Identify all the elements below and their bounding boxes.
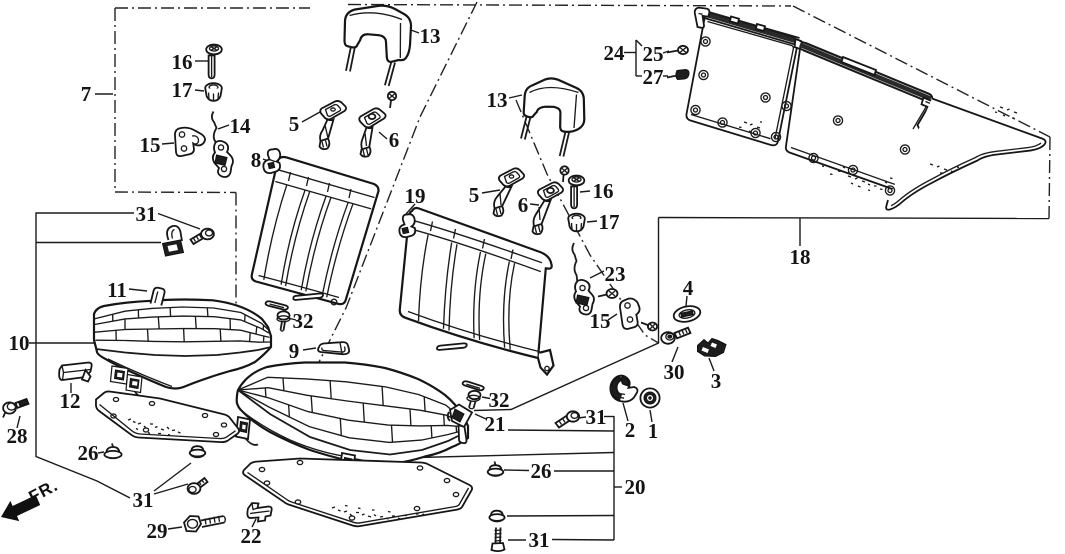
svg-text:25: 25: [643, 42, 664, 66]
svg-text:3: 3: [711, 369, 722, 393]
svg-text:22: 22: [241, 524, 262, 548]
svg-text:9: 9: [289, 339, 300, 363]
svg-text:4: 4: [683, 276, 694, 300]
svg-text:19: 19: [405, 184, 426, 208]
svg-text:1: 1: [648, 419, 659, 443]
svg-text:14: 14: [230, 114, 252, 138]
svg-text:2: 2: [625, 418, 636, 442]
svg-text:17: 17: [172, 78, 193, 102]
svg-text:20: 20: [625, 475, 646, 499]
svg-text:16: 16: [593, 179, 614, 203]
svg-text:28: 28: [7, 424, 28, 448]
svg-text:31: 31: [529, 528, 550, 552]
svg-text:29: 29: [147, 519, 168, 543]
svg-text:32: 32: [489, 388, 510, 412]
svg-text:6: 6: [518, 193, 529, 217]
svg-text:8: 8: [251, 148, 262, 172]
svg-text:31: 31: [586, 405, 607, 429]
svg-text:5: 5: [289, 112, 300, 136]
svg-text:32: 32: [293, 309, 314, 333]
svg-text:12: 12: [60, 389, 81, 413]
svg-text:18: 18: [790, 245, 811, 269]
svg-text:10: 10: [9, 331, 30, 355]
svg-text:24: 24: [604, 41, 626, 65]
svg-text:31: 31: [136, 202, 157, 226]
svg-text:13: 13: [420, 24, 441, 48]
svg-text:21: 21: [485, 412, 506, 436]
svg-text:6: 6: [389, 128, 400, 152]
svg-text:11: 11: [107, 278, 127, 302]
svg-text:17: 17: [599, 210, 620, 234]
svg-text:7: 7: [81, 82, 92, 106]
svg-text:16: 16: [172, 50, 193, 74]
svg-text:30: 30: [664, 360, 685, 384]
svg-text:5: 5: [469, 183, 480, 207]
svg-text:26: 26: [78, 441, 99, 465]
svg-text:15: 15: [590, 309, 611, 333]
svg-text:15: 15: [140, 133, 161, 157]
svg-text:23: 23: [605, 262, 626, 286]
svg-text:27: 27: [643, 65, 664, 89]
svg-text:13: 13: [487, 88, 508, 112]
svg-text:31: 31: [133, 488, 154, 512]
svg-text:26: 26: [531, 459, 552, 483]
